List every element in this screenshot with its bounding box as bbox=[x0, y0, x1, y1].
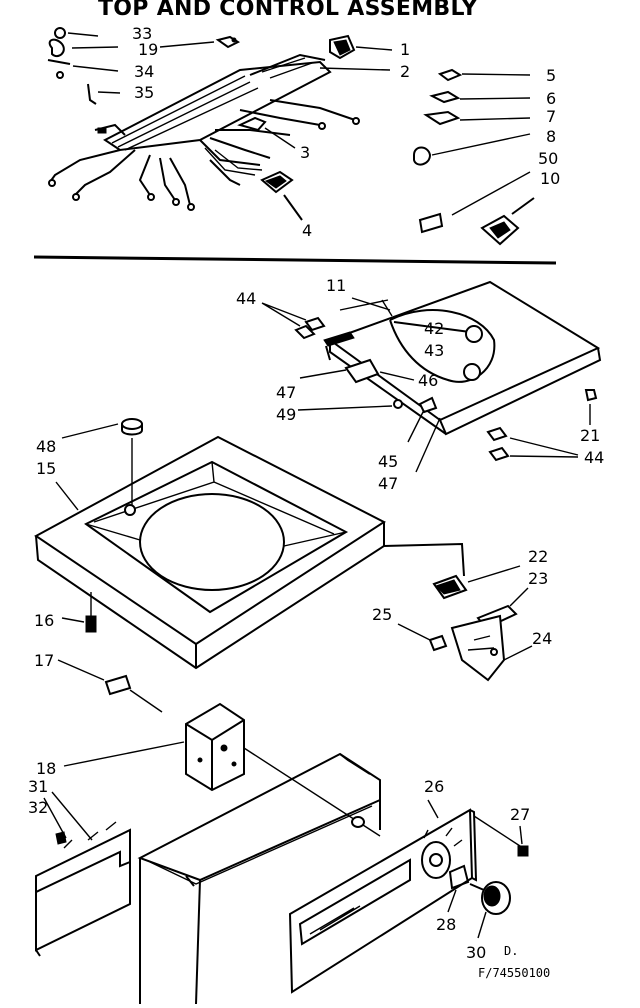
callout-44-lower: 44 bbox=[584, 448, 604, 467]
part-46-clip bbox=[299, 358, 415, 384]
leader-2 bbox=[319, 67, 391, 71]
part-25-screw bbox=[397, 623, 448, 652]
callout-43: 43 bbox=[424, 341, 444, 360]
callout-23: 23 bbox=[528, 569, 548, 588]
callout-26: 26 bbox=[424, 777, 444, 796]
console-top-panel bbox=[327, 280, 602, 436]
drawing-number: F/74550100 bbox=[478, 966, 550, 980]
washer-cabinet-body bbox=[137, 752, 381, 1005]
part-16-foot bbox=[61, 592, 97, 633]
section-divider bbox=[33, 255, 557, 265]
callout-48: 48 bbox=[36, 437, 56, 456]
part-31-back-panel bbox=[35, 791, 131, 957]
diagram-title: TOP AND CONTROL ASSEMBLY bbox=[98, 0, 478, 21]
callout-10: 10 bbox=[540, 169, 560, 188]
part-44-screws-upper bbox=[261, 302, 355, 361]
callout-15: 15 bbox=[36, 459, 56, 478]
callout-24: 24 bbox=[532, 629, 552, 648]
callout-28: 28 bbox=[436, 915, 456, 934]
part-3-bracket bbox=[237, 116, 296, 149]
part-49-part-45 bbox=[297, 396, 441, 473]
callout-16: 16 bbox=[34, 611, 54, 630]
part-22-switch bbox=[432, 565, 521, 600]
callout-21: 21 bbox=[580, 426, 600, 445]
callout-11: 11 bbox=[326, 276, 346, 295]
washer-top-cabinet bbox=[34, 435, 465, 670]
callout-30: 30 bbox=[466, 943, 486, 962]
callout-labels: 33 19 34 35 1 2 3 4 5 6 7 8 50 10 44 11 … bbox=[28, 24, 604, 962]
callout-3: 3 bbox=[300, 143, 310, 162]
callout-18: 18 bbox=[36, 759, 56, 778]
parts-5-to-10 bbox=[413, 68, 535, 246]
part-18-timer bbox=[63, 702, 381, 837]
part-1-connector bbox=[329, 34, 393, 60]
part-26-control-panel bbox=[288, 799, 529, 994]
part-28-part-30-knob bbox=[447, 864, 511, 939]
callout-47-lower: 47 bbox=[378, 474, 398, 493]
callout-32: 32 bbox=[28, 798, 48, 817]
callout-1: 1 bbox=[400, 40, 410, 59]
callout-49: 49 bbox=[276, 405, 296, 424]
part-4-switch bbox=[260, 170, 303, 221]
callout-25: 25 bbox=[372, 605, 392, 624]
part-24-bracket bbox=[450, 614, 533, 682]
callout-31: 31 bbox=[28, 777, 48, 796]
callout-17: 17 bbox=[34, 651, 54, 670]
callout-5: 5 bbox=[546, 66, 556, 85]
callout-27: 27 bbox=[510, 805, 530, 824]
callout-42: 42 bbox=[424, 319, 444, 338]
callout-6: 6 bbox=[546, 89, 556, 108]
callout-19: 19 bbox=[138, 40, 158, 59]
callout-46: 46 bbox=[418, 371, 438, 390]
callout-44-upper: 44 bbox=[236, 289, 256, 308]
callout-4: 4 bbox=[302, 221, 312, 240]
callout-8: 8 bbox=[546, 127, 556, 146]
part-21-part-44-lower bbox=[486, 389, 598, 462]
callout-45: 45 bbox=[378, 452, 398, 471]
callout-35: 35 bbox=[134, 83, 154, 102]
part-48-cap bbox=[61, 418, 143, 506]
part-19 bbox=[159, 35, 241, 49]
callout-50: 50 bbox=[538, 149, 558, 168]
callout-34: 34 bbox=[134, 62, 154, 81]
callout-22: 22 bbox=[528, 547, 548, 566]
callout-7: 7 bbox=[546, 107, 556, 126]
part-17-screw bbox=[57, 659, 163, 713]
drawing-code: D. bbox=[504, 944, 518, 958]
callout-47-upper: 47 bbox=[276, 383, 296, 402]
wiring-harness bbox=[48, 53, 360, 211]
callout-33: 33 bbox=[132, 24, 152, 43]
callout-2: 2 bbox=[400, 62, 410, 81]
leader-15 bbox=[55, 481, 79, 511]
clip-parts-33-34-35 bbox=[47, 27, 121, 105]
